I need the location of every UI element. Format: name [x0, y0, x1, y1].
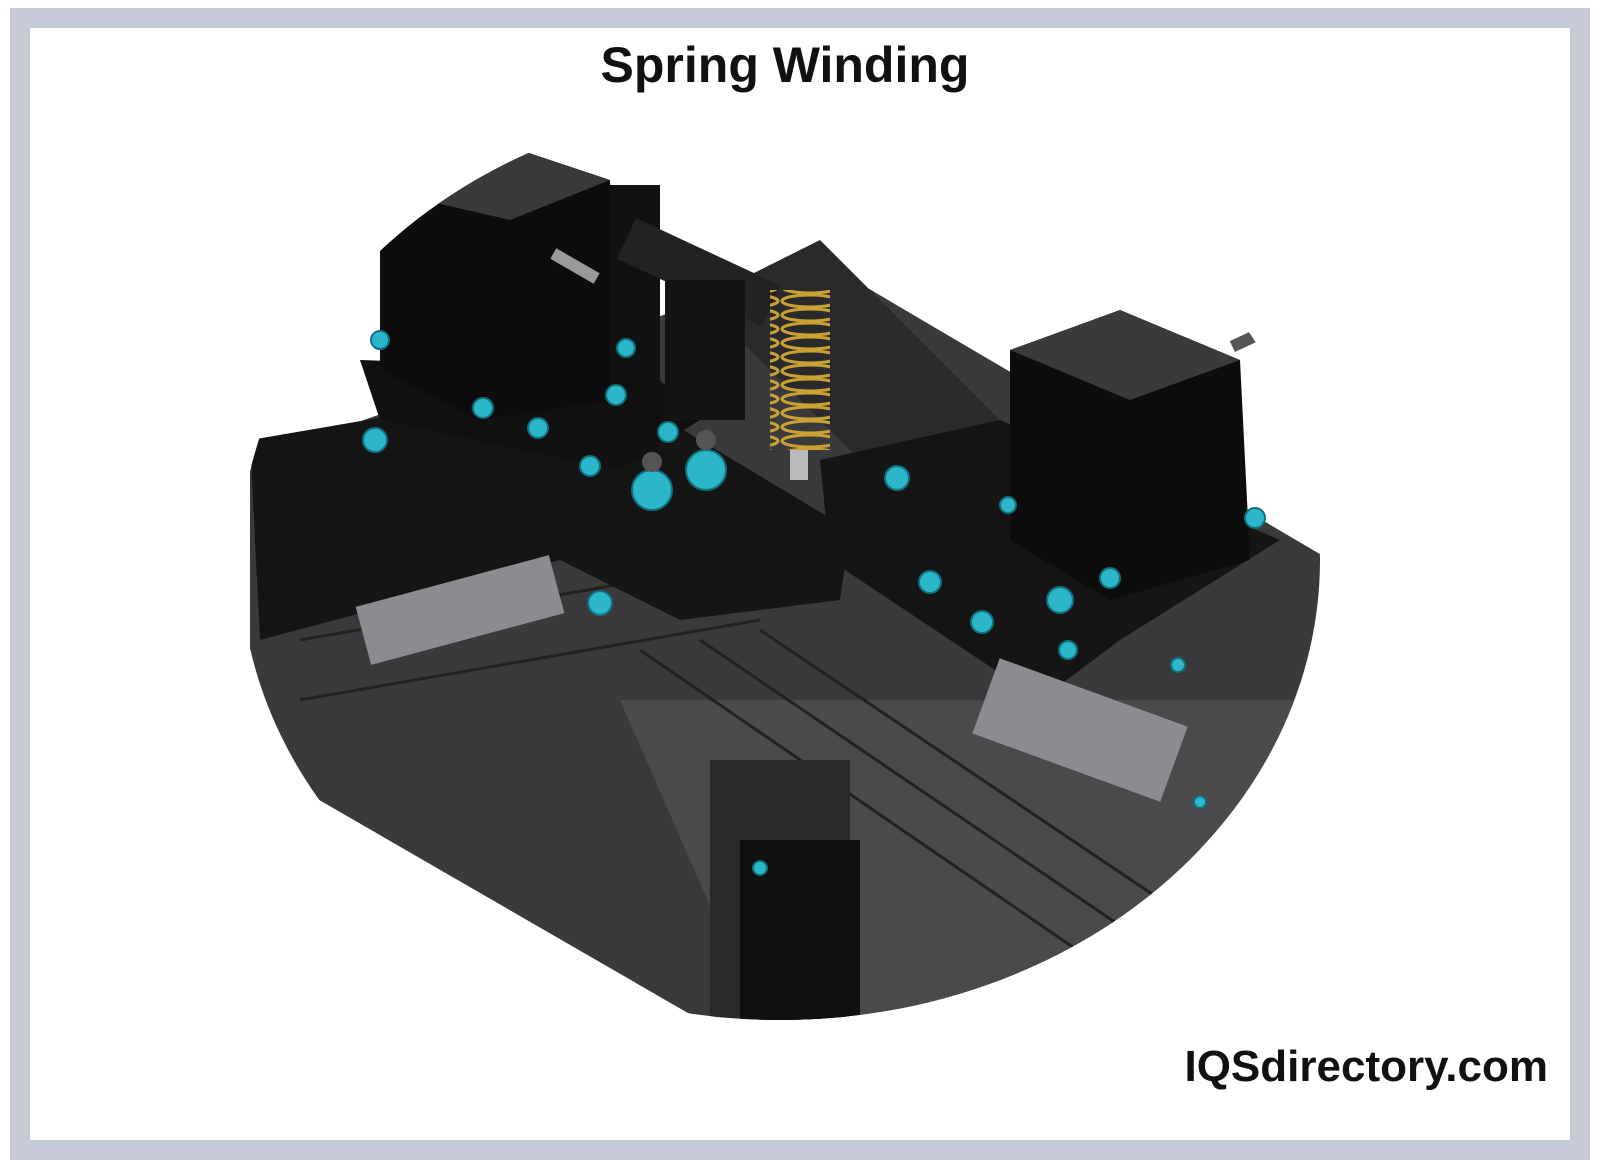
machine-scene	[240, 100, 1320, 1020]
left-stepper-motor	[380, 140, 615, 420]
feed-block	[665, 280, 745, 420]
figure-title: Spring Winding	[600, 37, 970, 93]
bolt-group	[362, 330, 1266, 876]
mandrel	[790, 450, 808, 480]
linear-guide-block	[972, 658, 1188, 802]
right-stepper-motor	[1010, 310, 1250, 600]
motor-bracket	[610, 185, 660, 385]
linear-guide-block	[355, 555, 565, 665]
spring-icon	[770, 290, 830, 450]
motor-shaft	[550, 248, 600, 284]
iqsdirectory-watermark: IQSdirectory.com	[1184, 1042, 1548, 1091]
